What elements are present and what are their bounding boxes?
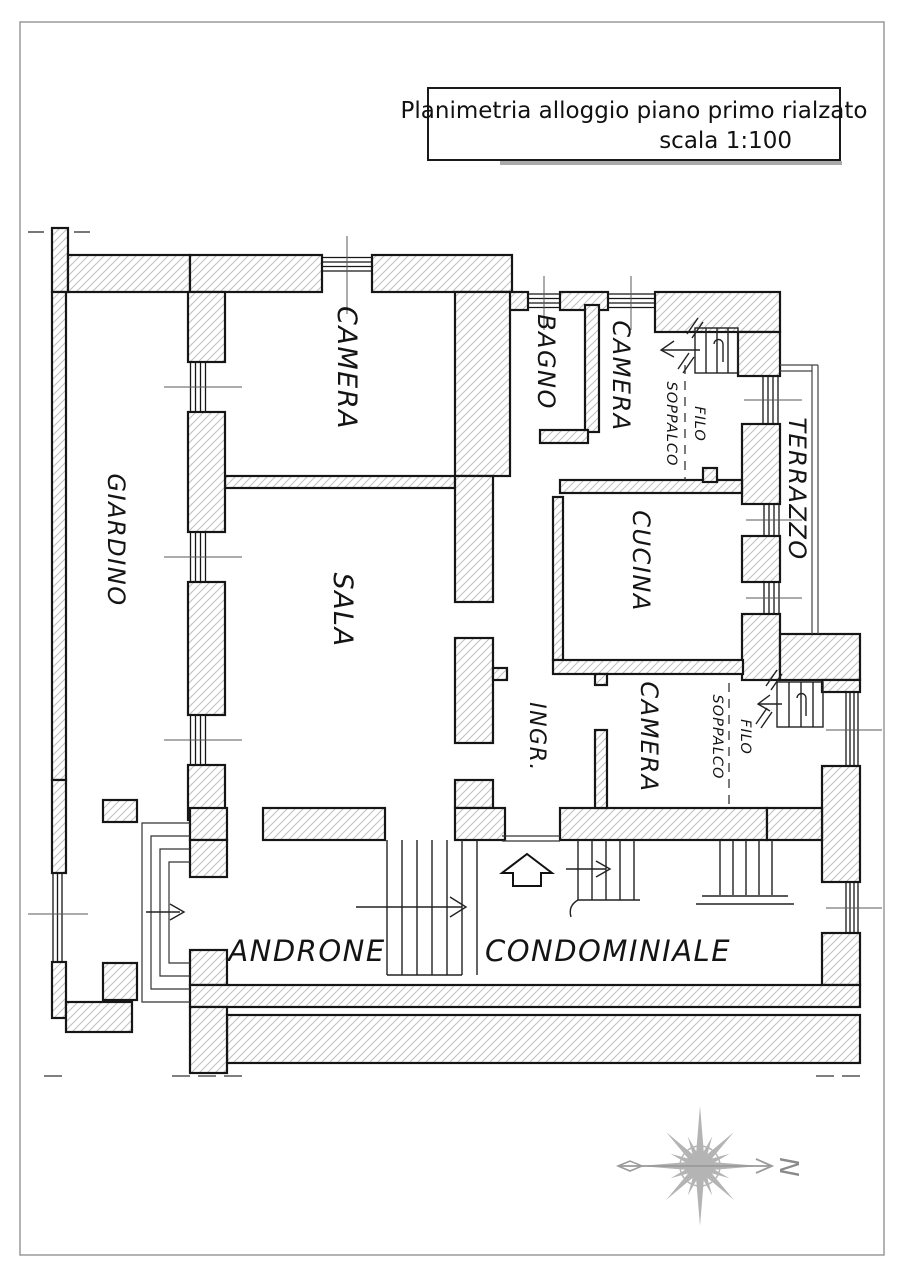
room-label-camera-3: CAMERA xyxy=(635,681,663,792)
room-label-ingresso: INGR. xyxy=(524,702,549,772)
wall-break-marks xyxy=(28,231,860,1077)
soppalco-stair-top xyxy=(659,317,739,374)
room-label-sala: SALA xyxy=(327,572,358,647)
condominio-stair-middle xyxy=(566,840,640,918)
room-label-giardino: GIARDINO xyxy=(102,473,130,606)
north-label: N xyxy=(773,1157,803,1176)
windows xyxy=(28,236,882,962)
condominio-stair-right xyxy=(696,840,794,905)
room-label-androne: ANDRONE xyxy=(226,934,385,968)
entrance-up-arrow xyxy=(499,852,555,887)
title-block: Planimetria alloggio piano primo rialzat… xyxy=(401,87,868,165)
plan-title: Planimetria alloggio piano primo rialzat… xyxy=(401,98,868,124)
north-arrowhead xyxy=(755,1158,775,1174)
terrazzo-railing xyxy=(780,364,819,634)
entrance-steps xyxy=(141,822,190,1003)
androne-staircase xyxy=(356,840,478,976)
room-label-terrazzo: TERRAZZO xyxy=(783,417,811,560)
annotation-filo-bottom: FILO xyxy=(737,719,753,755)
sheet-border xyxy=(19,21,885,1256)
soppalco-stair-bottom xyxy=(755,669,824,729)
walls xyxy=(50,226,862,1075)
plan-scale: scala 1:100 xyxy=(659,128,792,154)
annotation-soppalco-top: SOPPALCO xyxy=(663,382,679,467)
room-label-condominiale: CONDOMINIALE xyxy=(485,934,731,968)
annotation-soppalco-bottom: SOPPALCO xyxy=(709,695,725,780)
room-label-camera-1: CAMERA xyxy=(331,306,362,430)
room-label-bagno: BAGNO xyxy=(532,314,560,410)
compass-rose xyxy=(616,1106,775,1226)
room-label-camera-2: CAMERA xyxy=(607,320,635,431)
room-label-cucina: CUCINA xyxy=(627,510,655,612)
annotation-filo-top: FILO xyxy=(691,406,707,442)
